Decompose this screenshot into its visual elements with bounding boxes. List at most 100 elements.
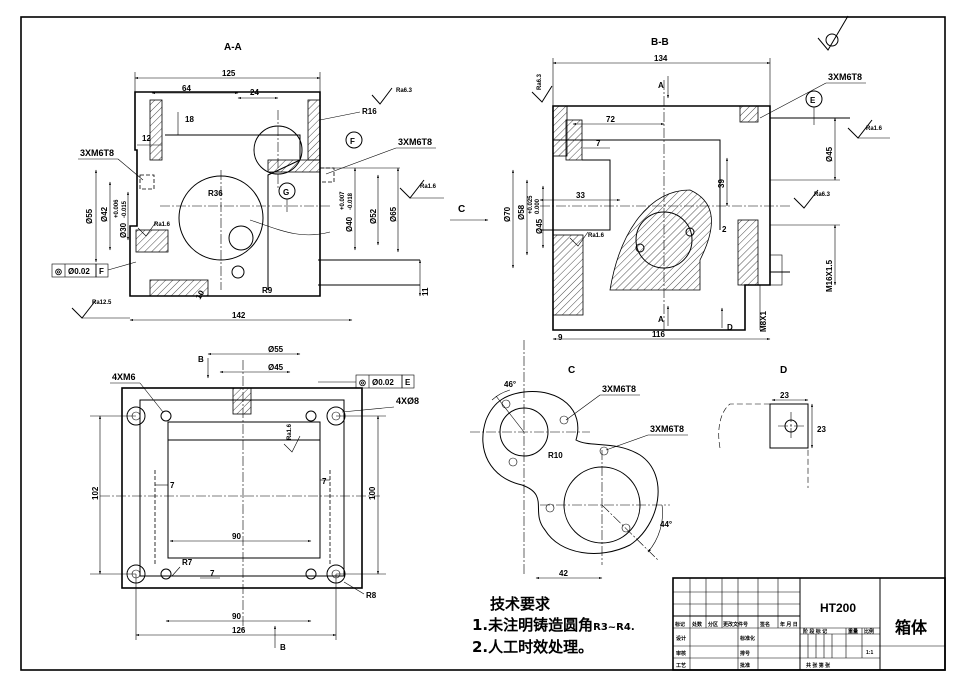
thread-plan-4xm6: 4XM6 <box>112 372 136 382</box>
view-c: C 46° 44° 3XM6T8 3XM6T8 R10 42 <box>470 340 688 580</box>
notes-line-2: 2.人工时效处理。 <box>472 638 593 656</box>
radius-r10: R10 <box>548 451 563 460</box>
tb-r-process: 工艺 <box>676 662 686 669</box>
radius-r8: R8 <box>366 591 377 600</box>
tb-stage: 阶 段 标 记 <box>803 628 827 635</box>
holes-4x8: 4XØ8 <box>396 396 419 406</box>
dim-d42: Ø42 <box>100 206 109 222</box>
roughness-bb-right1: Ra1.6 <box>847 119 890 139</box>
thread-callout-right: 3XM6T8 <box>398 137 432 147</box>
dim-90-upper: 90 <box>232 532 241 541</box>
svg-text:Ø0.02: Ø0.02 <box>68 267 90 276</box>
tb-weight: 重量 <box>848 628 858 635</box>
svg-text:F: F <box>99 267 104 276</box>
dim-d70: Ø70 <box>503 206 512 222</box>
tol-d40-lower: -0.018 <box>348 192 354 210</box>
dim-d-23-side: 23 <box>817 425 826 434</box>
view-title-aa: A-A <box>224 42 242 53</box>
svg-text:F: F <box>350 137 355 146</box>
section-arrow-b-top: B <box>198 355 210 379</box>
dim-7-left: 7 <box>170 481 175 490</box>
dim-102: 102 <box>91 486 100 500</box>
svg-text:Ra6.3: Ra6.3 <box>537 73 543 90</box>
roughness-bb-inner: Ra1.6 <box>569 231 605 247</box>
radius-r36: R36 <box>208 189 223 198</box>
roughness-aa-top: Ra6.3 <box>371 87 413 105</box>
dim-90-lower: 90 <box>232 612 241 621</box>
technical-requirements: 技术要求 1.未注明铸造圆角R3~R4. 2.人工时效处理。 <box>472 595 635 656</box>
svg-text:◎: ◎ <box>55 267 62 276</box>
dim-d45: Ø45 <box>535 218 544 234</box>
tb-h-count: 处数 <box>691 621 703 628</box>
dim-plan-d45: Ø45 <box>268 363 284 372</box>
dim-11: 11 <box>421 287 430 296</box>
tb-r-std: 标准化 <box>739 635 755 642</box>
dim-d30: Ø30 <box>119 222 128 238</box>
view-title-c: C <box>568 365 575 376</box>
dim-125: 125 <box>222 69 236 78</box>
sheet-border <box>20 16 946 671</box>
svg-text:Ra1.6: Ra1.6 <box>420 184 437 190</box>
section-view-bb: B-B 134 72 7 33 39 2 116 9 Ø70 <box>503 37 890 342</box>
dim-d40: Ø40 <box>345 216 354 232</box>
svg-text:C: C <box>458 204 465 215</box>
notes-line-1: 1.未注明铸造圆角R3~R4. <box>472 616 635 634</box>
tb-sheets: 共 张 第 张 <box>806 662 831 669</box>
roughness-aa-left: Ra1.6 <box>137 221 171 237</box>
tol-d45-lower: 0.000 <box>535 198 541 214</box>
dim-100: 100 <box>368 486 377 500</box>
general-roughness-symbol <box>817 15 849 51</box>
tb-h-doc: 更改文件号 <box>723 621 748 628</box>
dim-126: 126 <box>232 626 246 635</box>
thread-callout-left: 3XM6T8 <box>80 148 114 158</box>
angle-46: 46° <box>504 380 516 389</box>
title-block: HT200 箱体 标记 处数 分区 更改文件号 签名 年 月 日 设计 标准化 … <box>672 577 946 671</box>
tb-r-approve: 批准 <box>740 662 750 669</box>
svg-text:B: B <box>198 355 204 364</box>
tol-d45-upper: +0.025 <box>528 195 534 214</box>
tb-h-sign: 签名 <box>759 621 770 628</box>
svg-text:Ra6.3: Ra6.3 <box>814 192 831 198</box>
tb-h-zone: 分区 <box>708 621 718 628</box>
section-view-aa: A-A 125 64 24 18 12 R16 <box>51 42 489 322</box>
svg-text:◎: ◎ <box>359 378 366 387</box>
dim-18: 18 <box>185 115 194 124</box>
svg-text:E: E <box>405 378 411 387</box>
tolerance-frame-e: ◎ Ø0.02 E <box>318 374 415 389</box>
thread-callout-bb: 3XM6T8 <box>828 72 862 82</box>
plan-view: Ø55 Ø45 4XM6 4XØ8 ◎ Ø0.02 E Ra1.6 102 10… <box>90 345 419 652</box>
thread-c-1: 3XM6T8 <box>602 384 636 394</box>
thread-c-2: 3XM6T8 <box>650 424 684 434</box>
svg-text:B: B <box>280 643 286 652</box>
roughness-plan: Ra1.6 <box>283 423 301 453</box>
dim-d45-right: Ø45 <box>825 146 834 162</box>
dim-2: 2 <box>722 225 727 234</box>
roughness-aa-bottom: Ra12.5 <box>71 299 130 319</box>
dim-d55: Ø55 <box>85 208 94 224</box>
dim-7-right: 7 <box>322 477 327 486</box>
view-title-bb: B-B <box>651 37 669 48</box>
angle-44: 44° <box>660 520 672 529</box>
view-arrow-c: C <box>450 204 489 222</box>
svg-text:Ra1.6: Ra1.6 <box>866 126 883 132</box>
radius-r16: R16 <box>362 107 377 116</box>
dim-72: 72 <box>606 115 615 124</box>
corner-holes <box>126 406 346 584</box>
section-arrow-b-bottom: B <box>273 625 286 652</box>
tb-h-mark: 标记 <box>674 621 685 628</box>
tol-d30-lower: -0.015 <box>122 200 128 218</box>
dim-plan-d55: Ø55 <box>268 345 284 354</box>
thread-m8: M8X1 <box>759 311 768 332</box>
tb-ratio-value: 1:1 <box>866 650 873 656</box>
radius-r9: R9 <box>262 286 273 295</box>
dim-9: 9 <box>558 333 563 342</box>
roughness-bb-left: Ra6.3 <box>531 73 553 103</box>
roughness-bb-right2: Ra6.3 <box>793 189 831 209</box>
datum-e-marker: E <box>805 90 823 125</box>
tolerance-frame-f: ◎ Ø0.02 F <box>51 261 137 278</box>
tb-r-seq: 排号 <box>740 650 750 657</box>
dim-d52: Ø52 <box>369 208 378 224</box>
svg-text:A: A <box>658 315 664 324</box>
dim-d-23-top: 23 <box>780 391 789 400</box>
